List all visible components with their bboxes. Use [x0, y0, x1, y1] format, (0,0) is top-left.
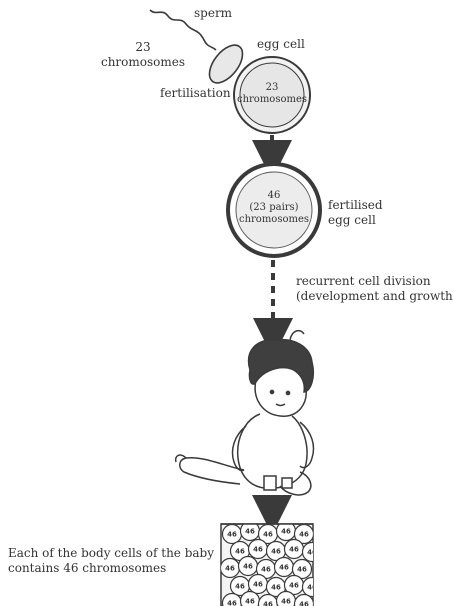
label-fertilised-egg-cell: fertilised egg cell [328, 198, 383, 228]
sperm-icon [149, 9, 244, 84]
body-cell-count: 46 [281, 528, 291, 536]
label-cell-division-line1: recurrent cell division [296, 274, 431, 288]
body-cell-count: 46 [299, 531, 309, 539]
body-cell: 46 [221, 557, 241, 579]
label-body-cells-line2: contains 46 chromosomes [8, 561, 167, 575]
body-cell-count: 46 [253, 546, 263, 554]
body-cell-count: 46 [289, 582, 299, 590]
body-cell-count: 46 [307, 584, 317, 592]
body-cell: 46 [221, 524, 243, 545]
body-cell: 46 [275, 590, 297, 606]
body-cell: 46 [237, 555, 259, 577]
label-fertilisation: fertilisation [160, 86, 231, 100]
label-zygote-chromosomes-pairs: (23 pairs) [249, 202, 299, 213]
body-cell-count: 46 [279, 564, 289, 572]
label-fertilised-word: fertilised [328, 198, 383, 212]
body-cell-count: 46 [263, 531, 273, 539]
label-cell-division-line2: (development and growth) [296, 289, 453, 303]
label-zygote-chromosomes-count: 46 [267, 190, 281, 201]
body-cell-count: 46 [243, 563, 253, 571]
body-cell-count: 46 [263, 601, 273, 606]
label-body-cells-line1: Each of the body cells of the baby [8, 546, 215, 560]
label-egg-cell-word: egg cell [328, 213, 376, 227]
body-cell-count: 46 [253, 581, 263, 589]
body-cell: 46 [239, 590, 261, 606]
body-cell: 46 [273, 556, 295, 578]
body-cell-count: 46 [261, 566, 271, 574]
body-cell-count: 46 [235, 583, 245, 591]
label-egg-cell: egg cell [257, 37, 305, 51]
egg-cell [233, 56, 311, 134]
body-cell-count: 46 [271, 548, 281, 556]
label-egg-chromosomes-word: chromosomes [236, 94, 308, 105]
body-cell-count: 46 [299, 601, 309, 606]
body-cell-count: 46 [225, 565, 235, 573]
label-zygote-chromosomes-word: chromosomes [238, 214, 310, 225]
body-cell-count: 46 [281, 598, 291, 606]
body-cell-count: 46 [235, 548, 245, 556]
label-cell-division: recurrent cell division (development and… [296, 274, 453, 304]
label-body-cells-caption: Each of the body cells of the baby conta… [8, 546, 214, 576]
body-cell: 46 [301, 576, 317, 598]
body-cell: 46 [301, 541, 317, 563]
label-sperm-chromosomes-word: chromosomes [100, 55, 186, 69]
body-cell-count: 46 [307, 549, 317, 557]
label-sperm-chromosomes: 23 chromosomes [96, 40, 190, 70]
body-cell: 46 [247, 573, 269, 595]
body-cell: 46 [283, 538, 305, 560]
body-cell-count: 46 [245, 598, 255, 606]
label-sperm-chromosomes-count: 23 [135, 40, 151, 54]
label-sperm: sperm [194, 6, 233, 20]
body-cell: 46 [293, 593, 313, 606]
body-cell-count: 46 [245, 528, 255, 536]
body-cell: 46 [247, 538, 269, 560]
baby-illustration [174, 329, 315, 496]
label-egg-chromosomes-count: 23 [265, 82, 279, 93]
body-cell-count: 46 [297, 566, 307, 574]
body-cell-count: 46 [227, 531, 237, 539]
body-cell: 46 [291, 558, 313, 580]
fertilised-egg [226, 162, 322, 258]
body-cell-count: 46 [271, 584, 281, 592]
body-cell-count: 46 [227, 600, 237, 606]
body-cell-count: 46 [289, 546, 299, 554]
label-egg-chromosomes: 23 chromosomes [236, 82, 308, 106]
label-zygote-chromosomes: 46 (23 pairs) chromosomes [236, 190, 312, 226]
